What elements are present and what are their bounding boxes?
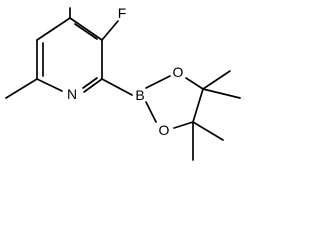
bond-c-b: [101, 78, 133, 96]
bond-b-o1: [145, 75, 171, 89]
atom-label-oxygen-lower: O: [159, 122, 170, 138]
bond-o2-cq2: [173, 121, 194, 129]
bond-cq1-me1: [202, 70, 231, 90]
bond-cq1-cq2: [192, 88, 204, 123]
pinacol-boronate: [101, 70, 241, 161]
chemical-structure-diagram: F N B O O: [5, 5, 241, 161]
bond-c5-n: [36, 78, 63, 92]
bond-c2-c3-double: [74, 23, 98, 40]
bond-b-o2: [145, 101, 157, 123]
atom-label-oxygen-upper: O: [173, 64, 184, 80]
bond-c4-c5-double: [82, 77, 98, 89]
atom-label-fluorine: F: [118, 5, 127, 21]
bond-cq2-me3: [192, 121, 224, 141]
atom-label-nitrogen: N: [67, 86, 77, 102]
bond-o1-cq1: [185, 77, 204, 90]
bond-cq1-me2: [202, 88, 241, 99]
bond-c4-c5: [83, 78, 103, 93]
atom-label-boron: B: [135, 87, 144, 103]
bond-c2-c3: [69, 17, 103, 41]
bond-c-f-upper: [101, 20, 119, 41]
pyridine-ring: [36, 17, 103, 93]
bond-methyl: [5, 78, 38, 99]
bond-c1-c2: [36, 17, 71, 41]
